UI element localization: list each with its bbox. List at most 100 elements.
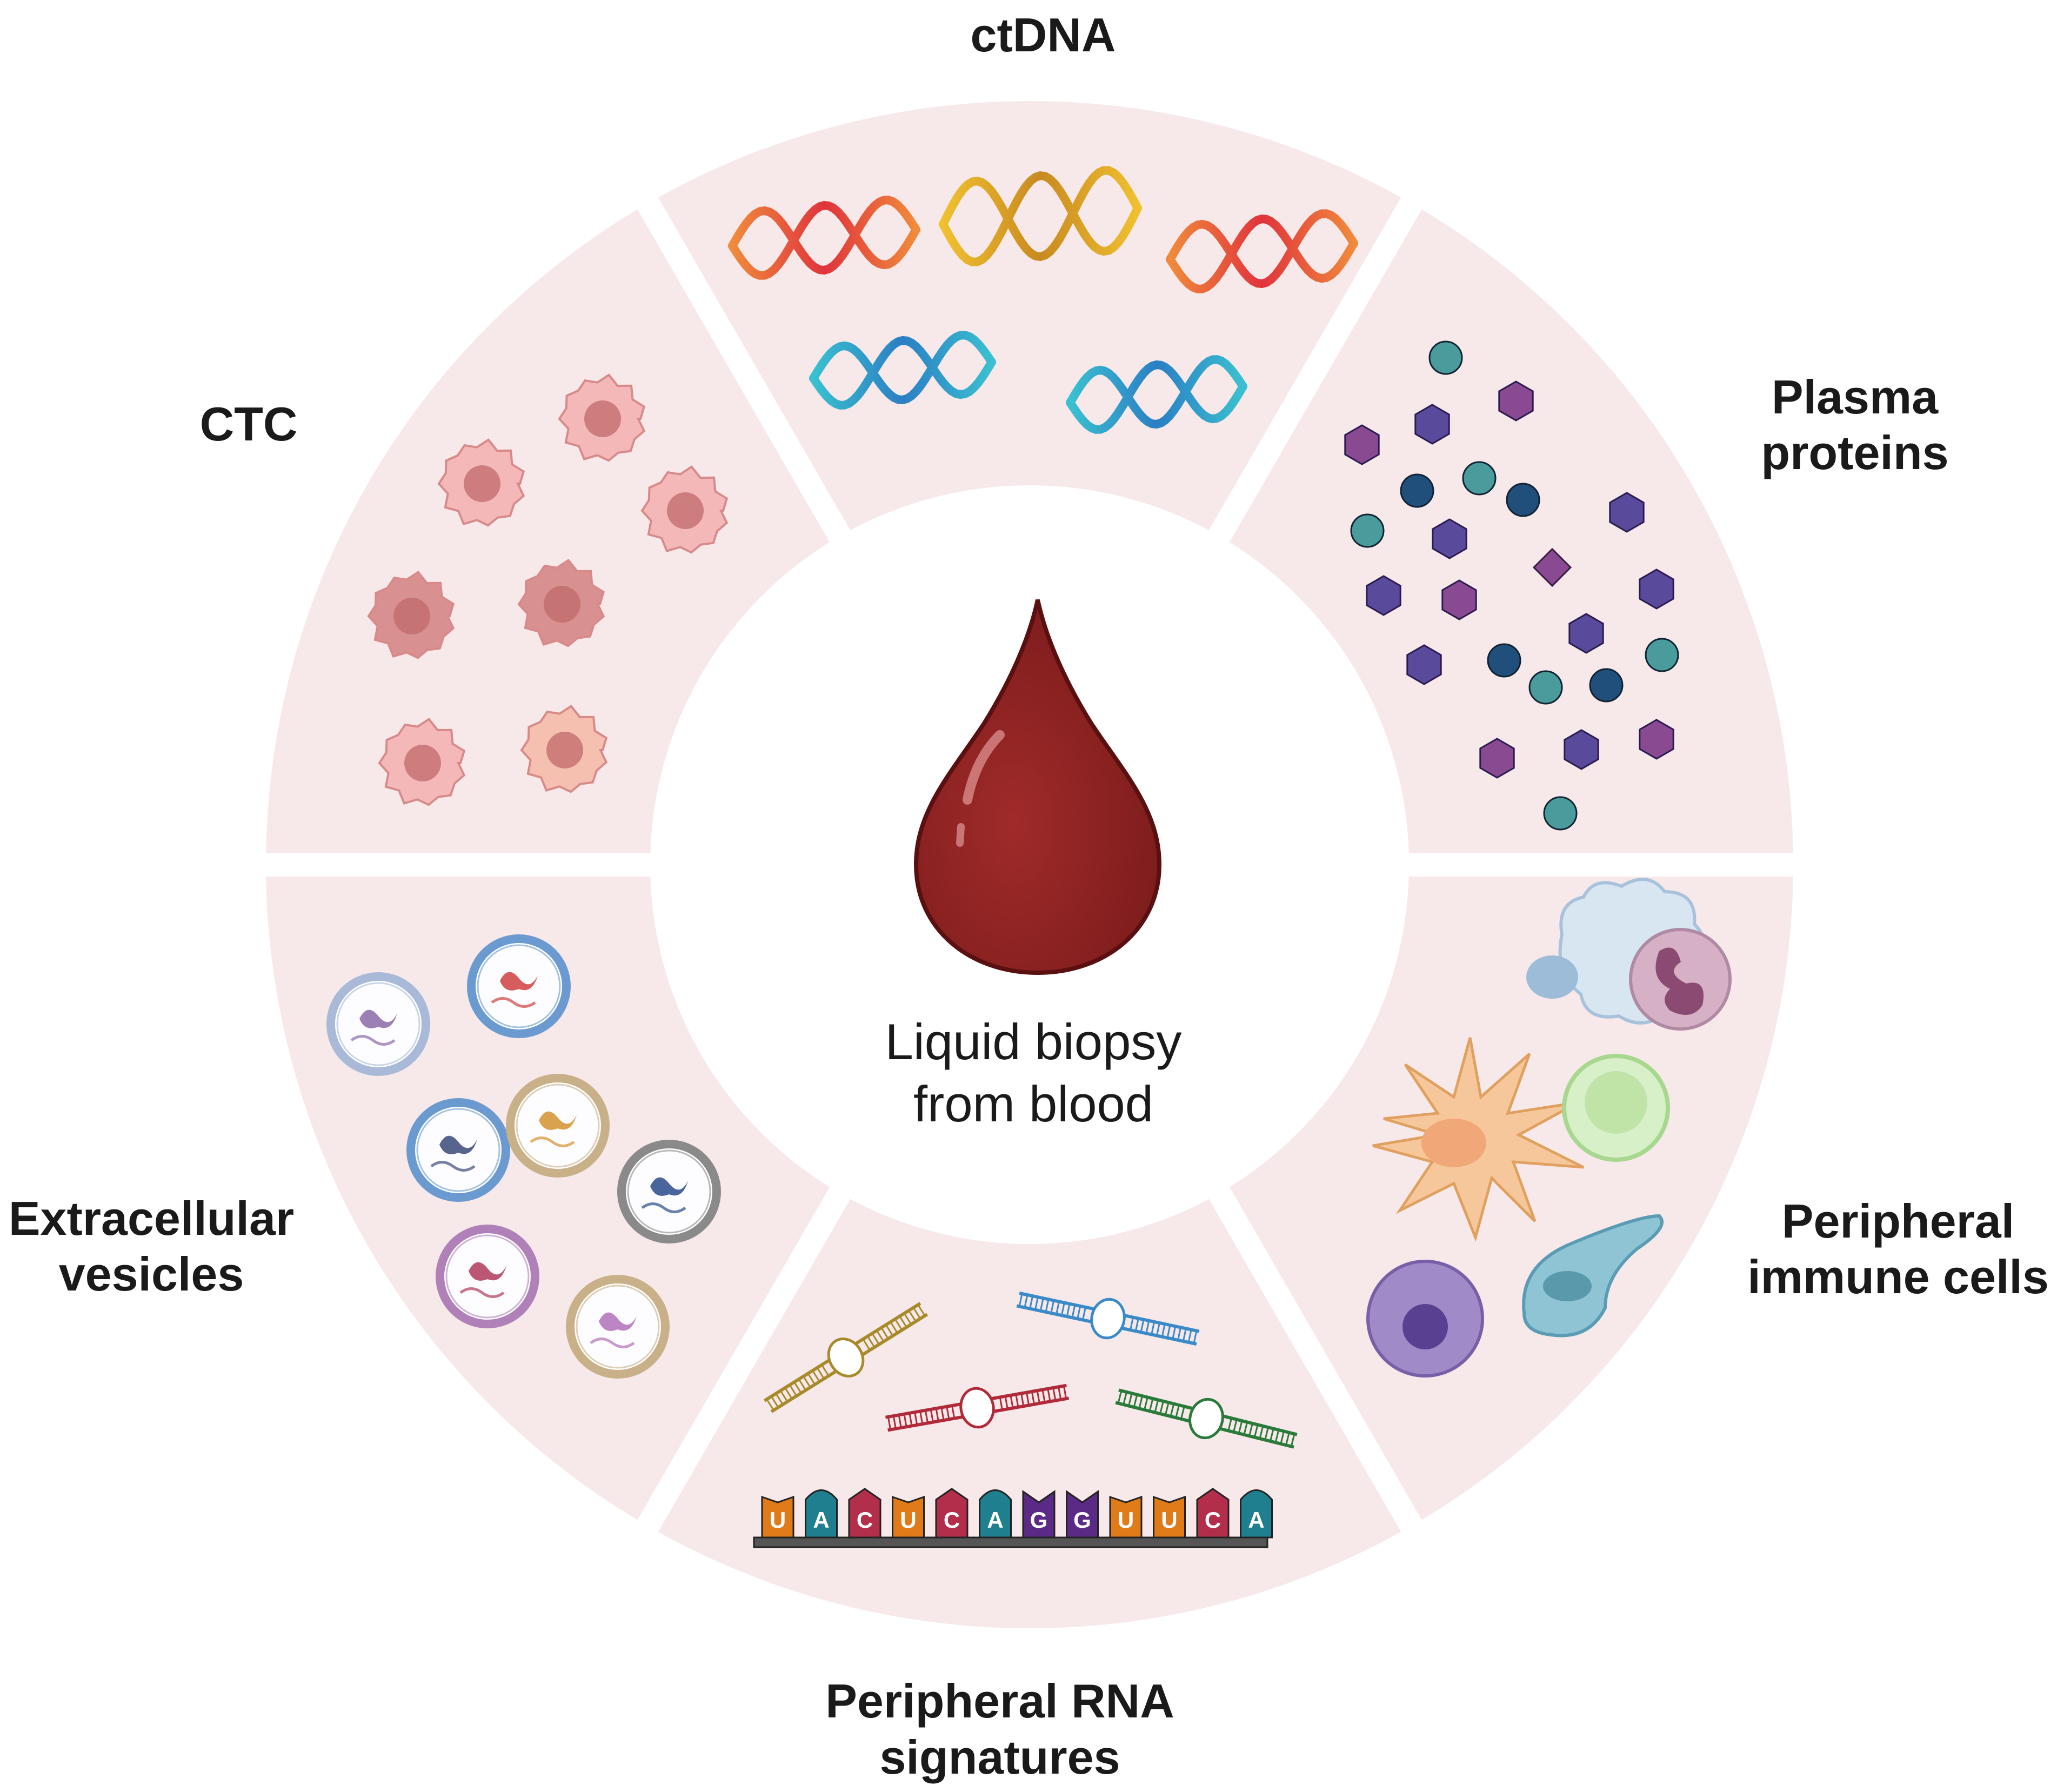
tumor-cell-icon [517, 559, 605, 647]
immune-cells-segment [1197, 853, 1818, 1553]
rna-base: A [1240, 1489, 1273, 1539]
rna-label-line1: Peripheral RNA [825, 1674, 1174, 1728]
protein-molecule-icon [1543, 796, 1578, 831]
protein-molecule-icon [1589, 668, 1624, 703]
plasma-proteins-label-line2: proteins [1761, 426, 1948, 479]
protein-molecule-icon [1479, 738, 1515, 779]
rna-base-letter: A [813, 1507, 829, 1533]
vesicle-icon [566, 1275, 670, 1379]
protein-molecule-icon [1406, 644, 1442, 685]
tumor-cell-icon [558, 373, 646, 462]
center-title-line2: from blood [913, 1075, 1153, 1132]
vesicle-icon [406, 1098, 510, 1202]
rna-base-letter: C [944, 1507, 960, 1533]
protein-molecule-icon [1344, 424, 1380, 465]
protein-molecule-icon [1568, 613, 1604, 654]
rna-base: U [1109, 1495, 1143, 1539]
rna-base-letter: U [1118, 1507, 1134, 1533]
rna-base: U [1153, 1495, 1186, 1539]
rna-base: C [1196, 1488, 1230, 1539]
monocyte-icon [1366, 1260, 1484, 1378]
neutrophil-icon [1629, 928, 1732, 1031]
plasma-proteins-segment [1197, 177, 1818, 877]
protein-molecule-icon [1462, 461, 1497, 496]
rna-base-letter: G [1030, 1507, 1048, 1533]
ctdna-segment [625, 77, 1434, 563]
tumor-cell-icon [378, 718, 466, 806]
rna-base: G [1066, 1490, 1099, 1539]
protein-molecule-icon [1609, 492, 1645, 533]
tumor-cell-icon [367, 571, 455, 659]
immune-cells-label-line2: immune cells [1747, 1250, 2049, 1303]
tumor-cell-icon [640, 465, 729, 554]
vesicles-label-line1: Extracellular [9, 1192, 294, 1245]
rna-base-letter: A [987, 1507, 1003, 1533]
dna-helix-icon [1166, 209, 1358, 293]
rna-strand-icon [763, 1302, 929, 1413]
platelet-cell-icon [1522, 1214, 1664, 1338]
vesicles-group [326, 934, 721, 1379]
rna-base-letter: U [1161, 1507, 1177, 1533]
dna-helix-icon [939, 166, 1142, 266]
rna-base-letter: G [1073, 1507, 1091, 1533]
rna-backbone [753, 1536, 1268, 1548]
protein-molecule-icon [1498, 380, 1534, 422]
vesicle-icon [436, 1225, 539, 1328]
protein-molecule-icon [1366, 575, 1401, 616]
rna-label-line2: signatures [879, 1730, 1120, 1784]
protein-molecule-icon [1639, 569, 1674, 610]
protein-molecule-icon [1645, 638, 1679, 672]
protein-molecule-icon [1350, 513, 1385, 548]
vesicle-icon [506, 1074, 610, 1178]
blood-drop-icon [913, 599, 1162, 975]
protein-molecule-icon [1414, 404, 1450, 445]
rna-strand-icon [1115, 1388, 1298, 1449]
rna-base: U [892, 1495, 925, 1539]
protein-molecule-icon [1639, 719, 1674, 760]
tumor-cell-icon [437, 438, 525, 527]
protein-molecule-icon [1432, 518, 1467, 559]
plasma-proteins-label-line1: Plasma [1772, 370, 1939, 424]
rna-base-letter: C [857, 1507, 873, 1533]
immune-cells-group [1366, 878, 1732, 1378]
rna-base: A [979, 1489, 1012, 1539]
dna-helix-icon [809, 331, 996, 410]
protein-molecule-icon [1487, 643, 1521, 678]
rna-strands-group [763, 1291, 1298, 1449]
protein-molecule-icon [1400, 473, 1434, 508]
protein-molecule-icon [1532, 547, 1572, 587]
dna-helix-icon [728, 196, 920, 280]
vesicle-icon [326, 972, 430, 1076]
center-title-line1: Liquid biopsy [885, 1013, 1182, 1070]
ctc-segment [242, 177, 863, 877]
tumor-cell-icon [520, 705, 608, 793]
rna-strand-icon [885, 1383, 1070, 1432]
rna-base: C [935, 1488, 969, 1539]
ctdna-helices [728, 166, 1358, 434]
ctc-label: CTC [200, 397, 298, 451]
rna-base: U [761, 1495, 794, 1539]
protein-molecule-icon [1506, 483, 1540, 517]
rna-base-letter: U [900, 1507, 916, 1533]
protein-molecule-icon [1528, 670, 1563, 705]
rna-base-letter: C [1205, 1507, 1221, 1533]
vesicle-icon [467, 934, 571, 1038]
ring-segments [242, 77, 1818, 1653]
immune-cells-label-line1: Peripheral [1782, 1194, 2014, 1248]
plasma-proteins-group [1344, 340, 1679, 831]
dendritic-cell-icon [1372, 1037, 1585, 1242]
rna-strand-icon [1016, 1291, 1200, 1346]
ctdna-label: ctDNA [971, 8, 1116, 62]
rna-base: A [805, 1489, 838, 1539]
vesicle-icon [617, 1140, 721, 1243]
rna-base: C [848, 1488, 881, 1539]
rna-base-letter: U [770, 1507, 786, 1533]
protein-molecule-icon [1564, 729, 1599, 770]
dna-helix-icon [1066, 355, 1247, 434]
protein-molecule-icon [1428, 340, 1463, 375]
protein-molecule-icon [1441, 579, 1477, 620]
ctc-cells-group [367, 373, 729, 806]
vesicles-label-line2: vesicles [59, 1247, 244, 1301]
